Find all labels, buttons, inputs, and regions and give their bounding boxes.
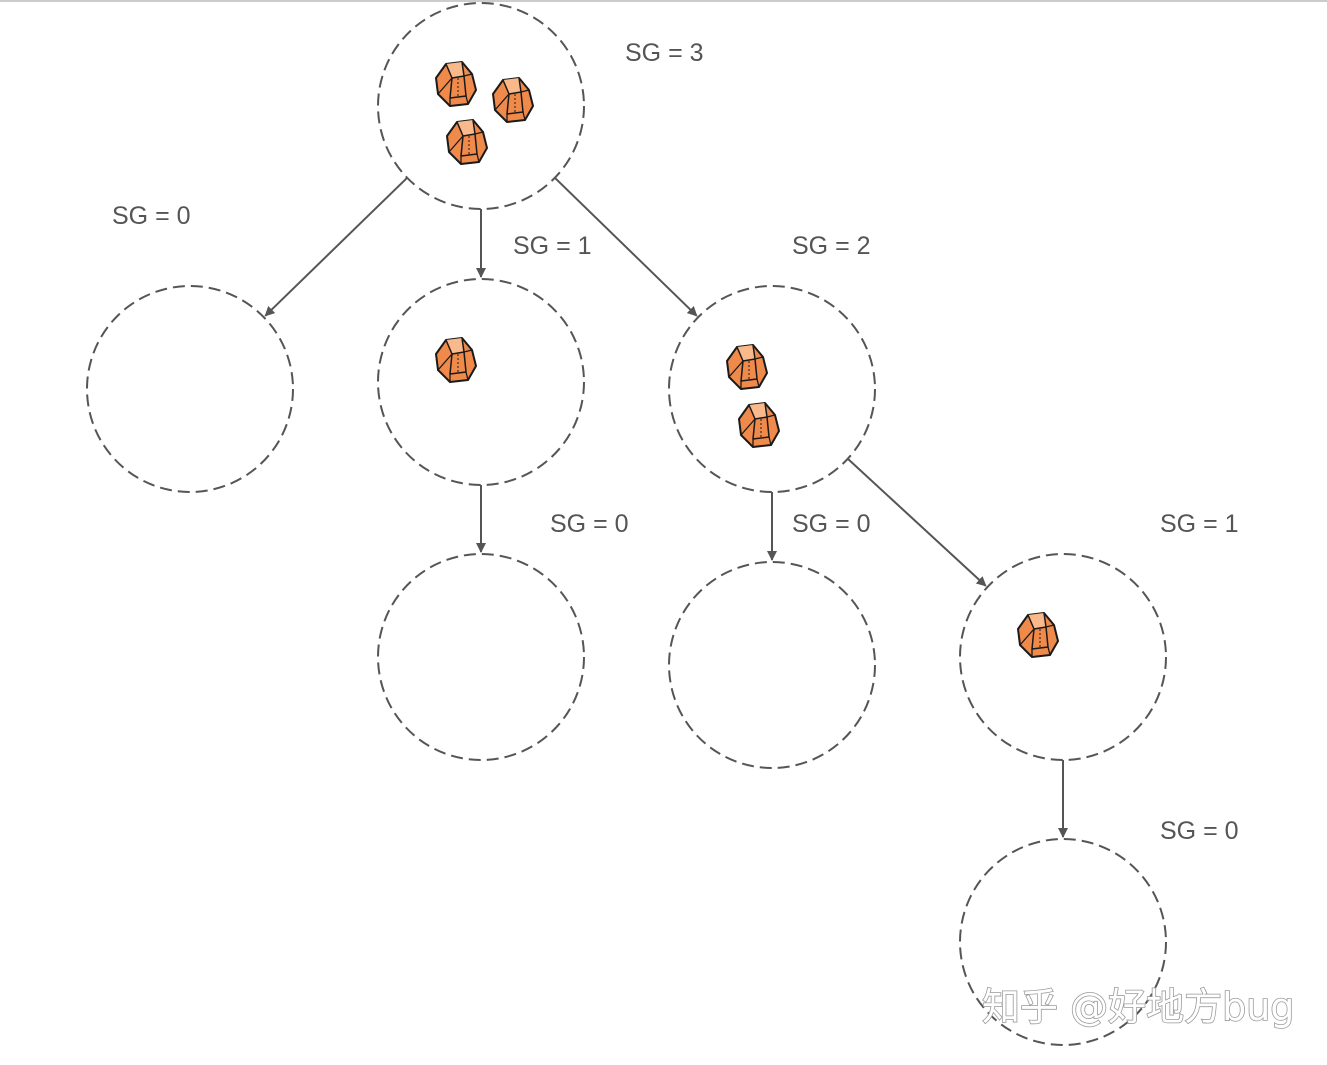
node-circle — [668, 561, 876, 769]
sg-label-n5: SG = 0 — [792, 510, 871, 538]
tree-node-n2 — [377, 278, 585, 486]
nodes-layer — [86, 2, 1167, 1046]
sg-label-n0: SG = 3 — [625, 39, 704, 67]
node-circle — [377, 278, 585, 486]
stone-icon — [1017, 612, 1059, 658]
sg-label-n1: SG = 0 — [112, 202, 191, 230]
node-circle — [377, 553, 585, 761]
stone-icon — [726, 344, 768, 390]
stone-icon — [435, 337, 477, 383]
sg-label-n4: SG = 0 — [550, 510, 629, 538]
edges-layer — [264, 177, 1068, 838]
node-circle — [377, 2, 585, 210]
node-circle — [86, 285, 294, 493]
edge-arrow-n0-n1 — [264, 177, 408, 317]
watermark-text: 知乎 @好地方bug — [982, 985, 1294, 1029]
tree-node-n5 — [668, 561, 876, 769]
stone-icon — [492, 77, 534, 123]
tree-node-n0 — [377, 2, 585, 210]
tree-node-n1 — [86, 285, 294, 493]
sg-label-n6: SG = 1 — [1160, 510, 1239, 538]
node-circle — [959, 838, 1167, 1046]
edge-arrow-n3-n6 — [847, 458, 987, 587]
tree-node-n6 — [959, 553, 1167, 761]
tree-node-n3 — [668, 285, 876, 493]
stone-icon — [435, 61, 477, 107]
stone-icon — [738, 402, 780, 448]
node-circle — [668, 285, 876, 493]
sg-label-n7: SG = 0 — [1160, 817, 1239, 845]
sg-label-n2: SG = 1 — [513, 232, 592, 260]
stone-icon — [446, 119, 488, 165]
tree-node-n7 — [959, 838, 1167, 1046]
labels-layer: SG = 3 SG = 0 SG = 1 SG = 2 SG = 0 SG = 0 SG =… — [112, 39, 1239, 845]
node-circle — [959, 553, 1167, 761]
edge-arrow-n0-n3 — [554, 177, 698, 317]
sg-label-n3: SG = 2 — [792, 232, 871, 260]
tree-node-n4 — [377, 553, 585, 761]
